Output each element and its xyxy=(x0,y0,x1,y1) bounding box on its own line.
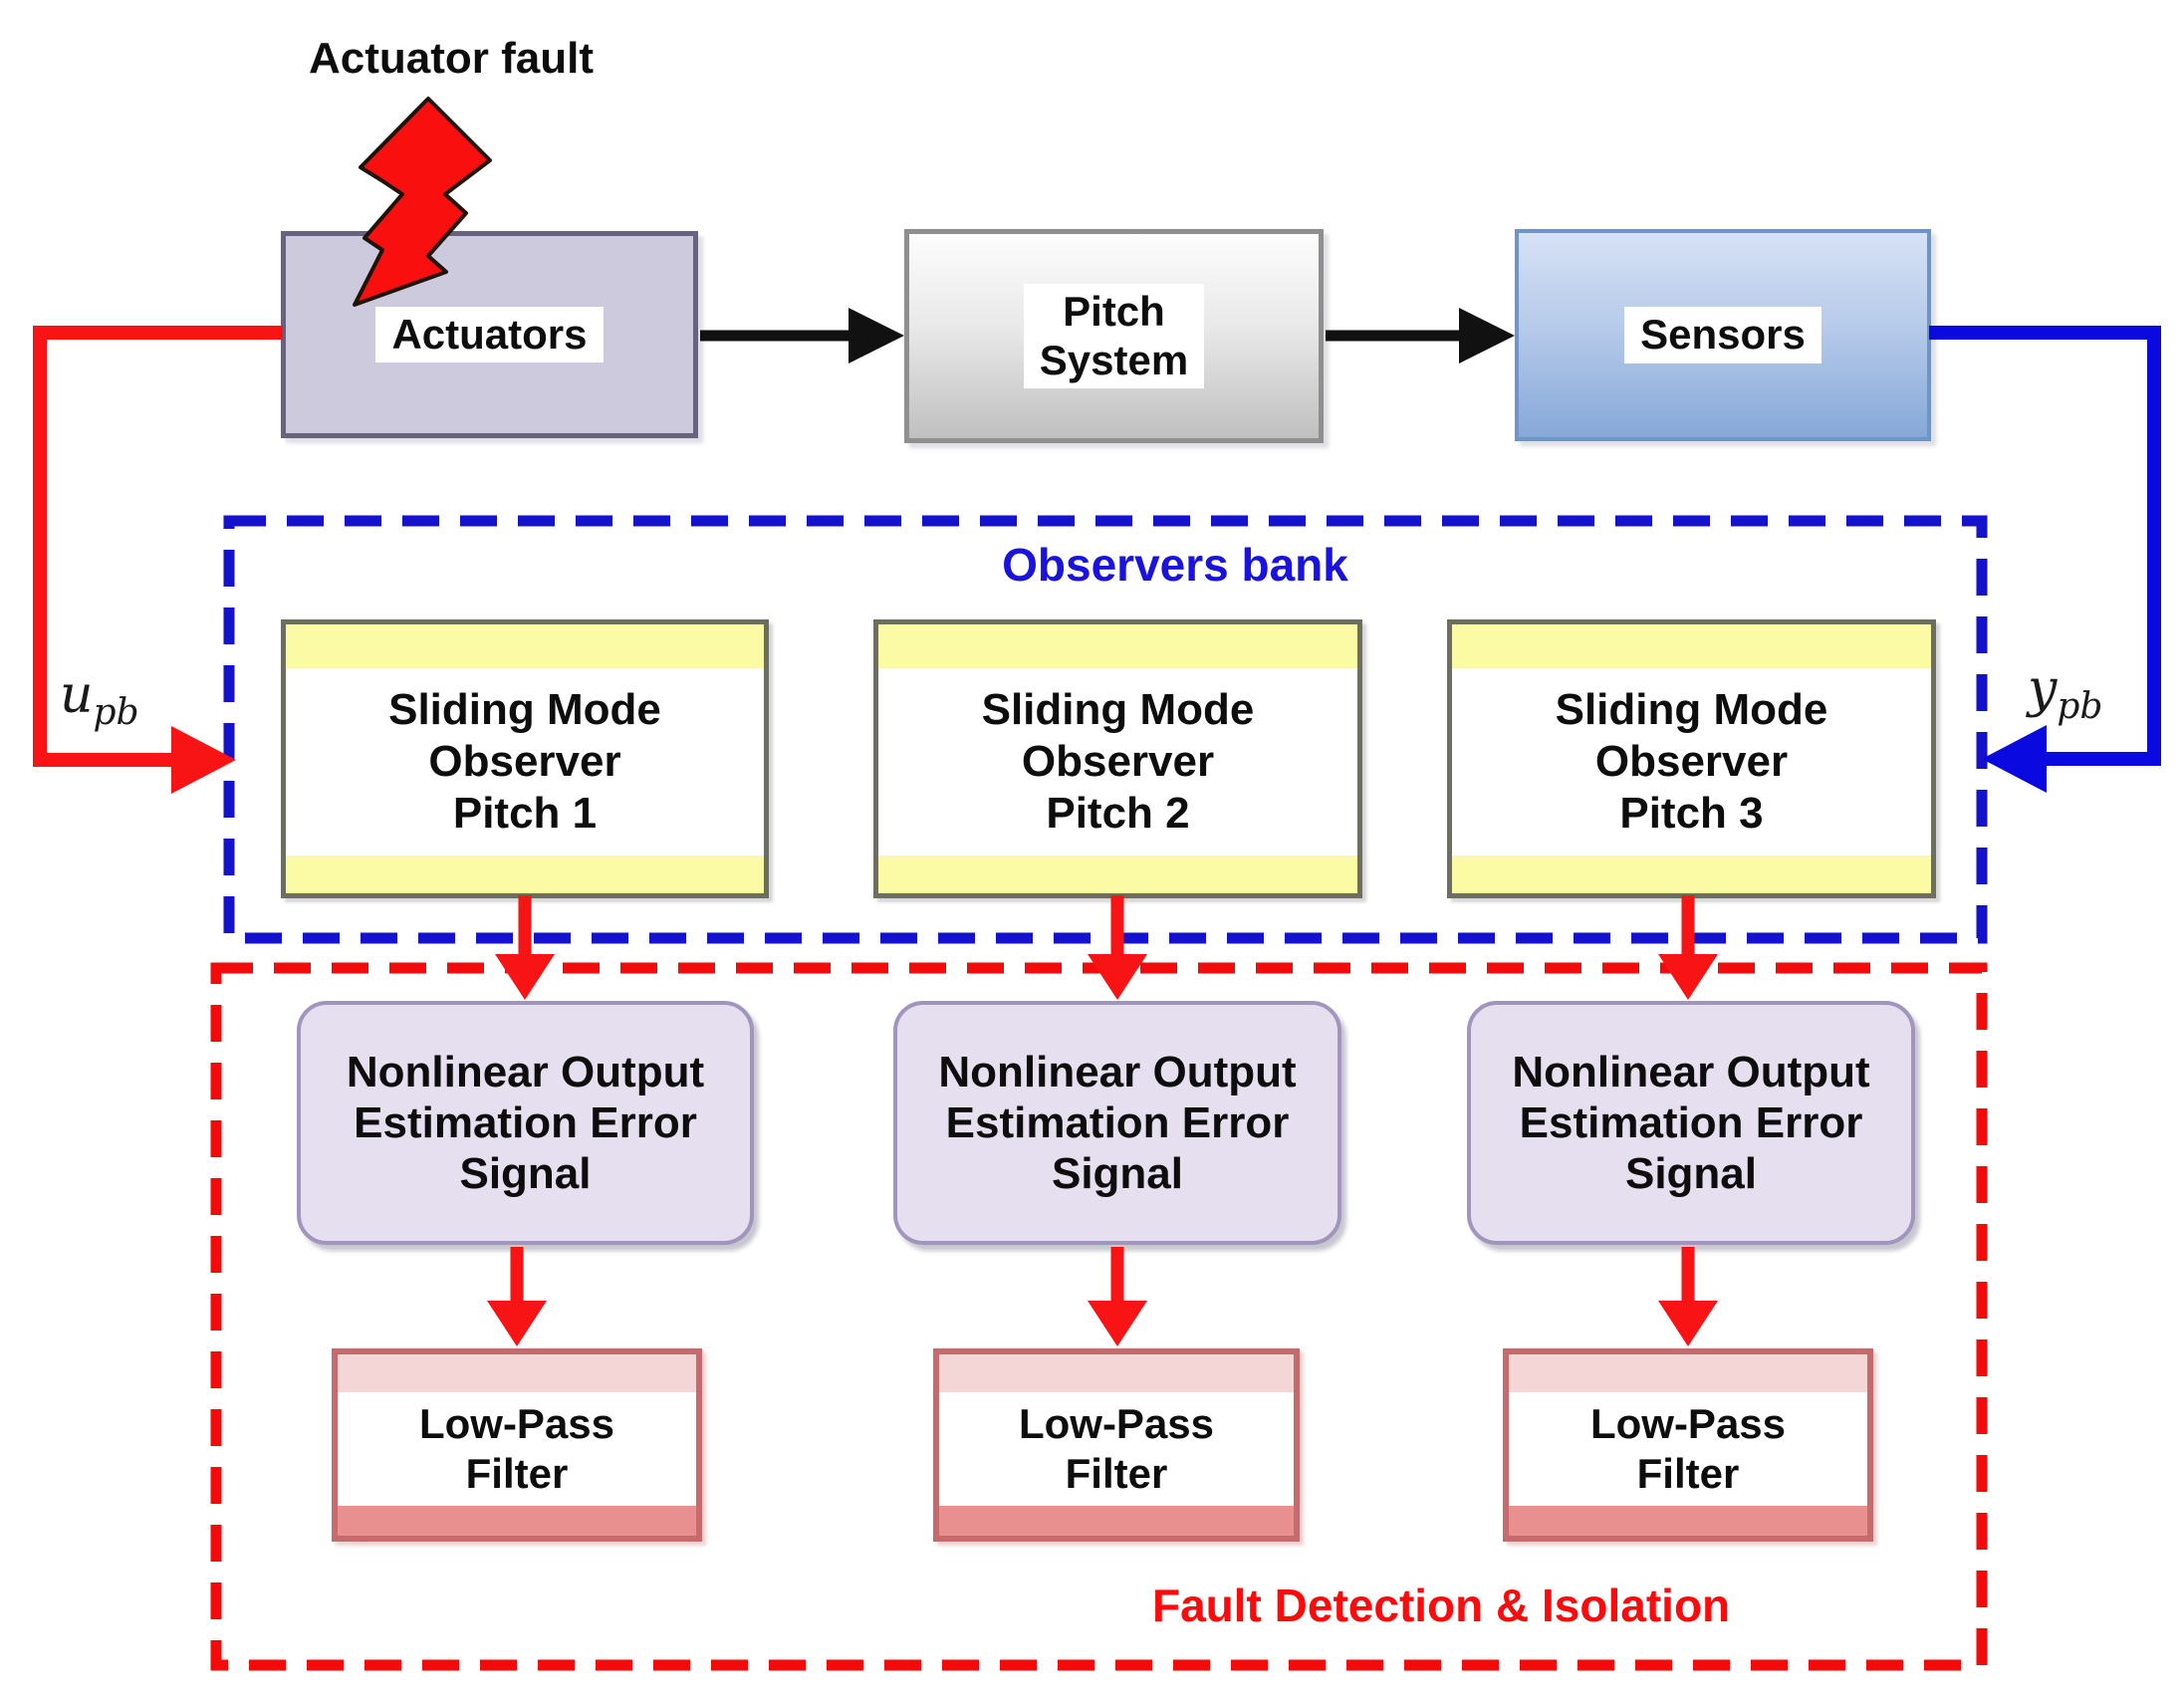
input-signal-subscript: pb xyxy=(93,692,139,733)
fault-detection-isolation-label: Fault Detection & Isolation xyxy=(1152,1580,1731,1631)
sensors-label: Sensors xyxy=(1624,307,1821,364)
low-pass-filter-1-label: Low-Pass Filter xyxy=(418,1399,615,1497)
arrow-pitch-to-sensors xyxy=(1326,308,1515,364)
output-signal-base: y xyxy=(2028,659,2058,719)
arrow-observer-2-to-error-signal-2 xyxy=(1088,895,1147,1000)
arrow-error-signal-1-to-filter-1 xyxy=(487,1247,547,1346)
low-pass-filter-3-box: Low-Pass Filter xyxy=(1503,1348,1873,1542)
sliding-mode-observer-2-label: Sliding Mode Observer Pitch 2 xyxy=(981,685,1255,838)
filter-1-bottom-band xyxy=(338,1506,696,1536)
filter-3-bottom-band xyxy=(1509,1506,1867,1536)
arrow-observer-1-to-error-signal-1 xyxy=(495,895,555,1000)
filter-1-top-band xyxy=(338,1354,696,1392)
arrow-error-signal-2-to-filter-2 xyxy=(1088,1247,1147,1346)
arrow-error-signal-3-to-filter-3 xyxy=(1658,1247,1718,1346)
sensors-box: Sensors xyxy=(1515,229,1931,441)
pitch-system-box: Pitch System xyxy=(904,229,1324,443)
sliding-mode-observer-3-label: Sliding Mode Observer Pitch 3 xyxy=(1555,685,1828,838)
error-signal-2-box: Nonlinear Output Estimation Error Signal xyxy=(893,1001,1341,1245)
low-pass-filter-3-label: Low-Pass Filter xyxy=(1589,1399,1787,1497)
low-pass-filter-1-box: Low-Pass Filter xyxy=(332,1348,702,1542)
filter-3-top-band xyxy=(1509,1354,1867,1392)
observer-1-bottom-band xyxy=(286,855,764,893)
filter-2-bottom-band xyxy=(939,1506,1294,1536)
sliding-mode-observer-1-box: Sliding Mode Observer Pitch 1 xyxy=(281,619,769,898)
observers-bank-label: Observers bank xyxy=(1002,539,1348,591)
output-signal-subscript: pb xyxy=(2057,686,2103,727)
error-signal-3-box: Nonlinear Output Estimation Error Signal xyxy=(1467,1001,1915,1245)
actuators-box: Actuators xyxy=(281,231,698,438)
sliding-mode-observer-2-box: Sliding Mode Observer Pitch 2 xyxy=(873,619,1362,898)
observer-1-top-band xyxy=(286,624,764,668)
input-signal-label: upb xyxy=(60,665,139,733)
arrow-observer-3-to-error-signal-3 xyxy=(1658,895,1718,1000)
filter-2-top-band xyxy=(939,1354,1294,1392)
sliding-mode-observer-3-box: Sliding Mode Observer Pitch 3 xyxy=(1447,619,1936,898)
low-pass-filter-2-label: Low-Pass Filter xyxy=(1018,1399,1215,1497)
input-signal-base: u xyxy=(60,665,94,725)
observer-3-bottom-band xyxy=(1452,855,1931,893)
observer-3-top-band xyxy=(1452,624,1931,668)
output-signal-label: ypb xyxy=(2028,659,2102,727)
pitch-system-label: Pitch System xyxy=(1023,284,1205,388)
actuator-fault-label: Actuator fault xyxy=(309,34,594,83)
sliding-mode-observer-1-label: Sliding Mode Observer Pitch 1 xyxy=(388,685,661,838)
observer-2-top-band xyxy=(878,624,1357,668)
observer-2-bottom-band xyxy=(878,855,1357,893)
actuators-label: Actuators xyxy=(375,306,604,364)
low-pass-filter-2-box: Low-Pass Filter xyxy=(933,1348,1300,1542)
arrow-actuators-to-pitch xyxy=(700,308,904,364)
error-signal-1-box: Nonlinear Output Estimation Error Signal xyxy=(297,1001,754,1245)
